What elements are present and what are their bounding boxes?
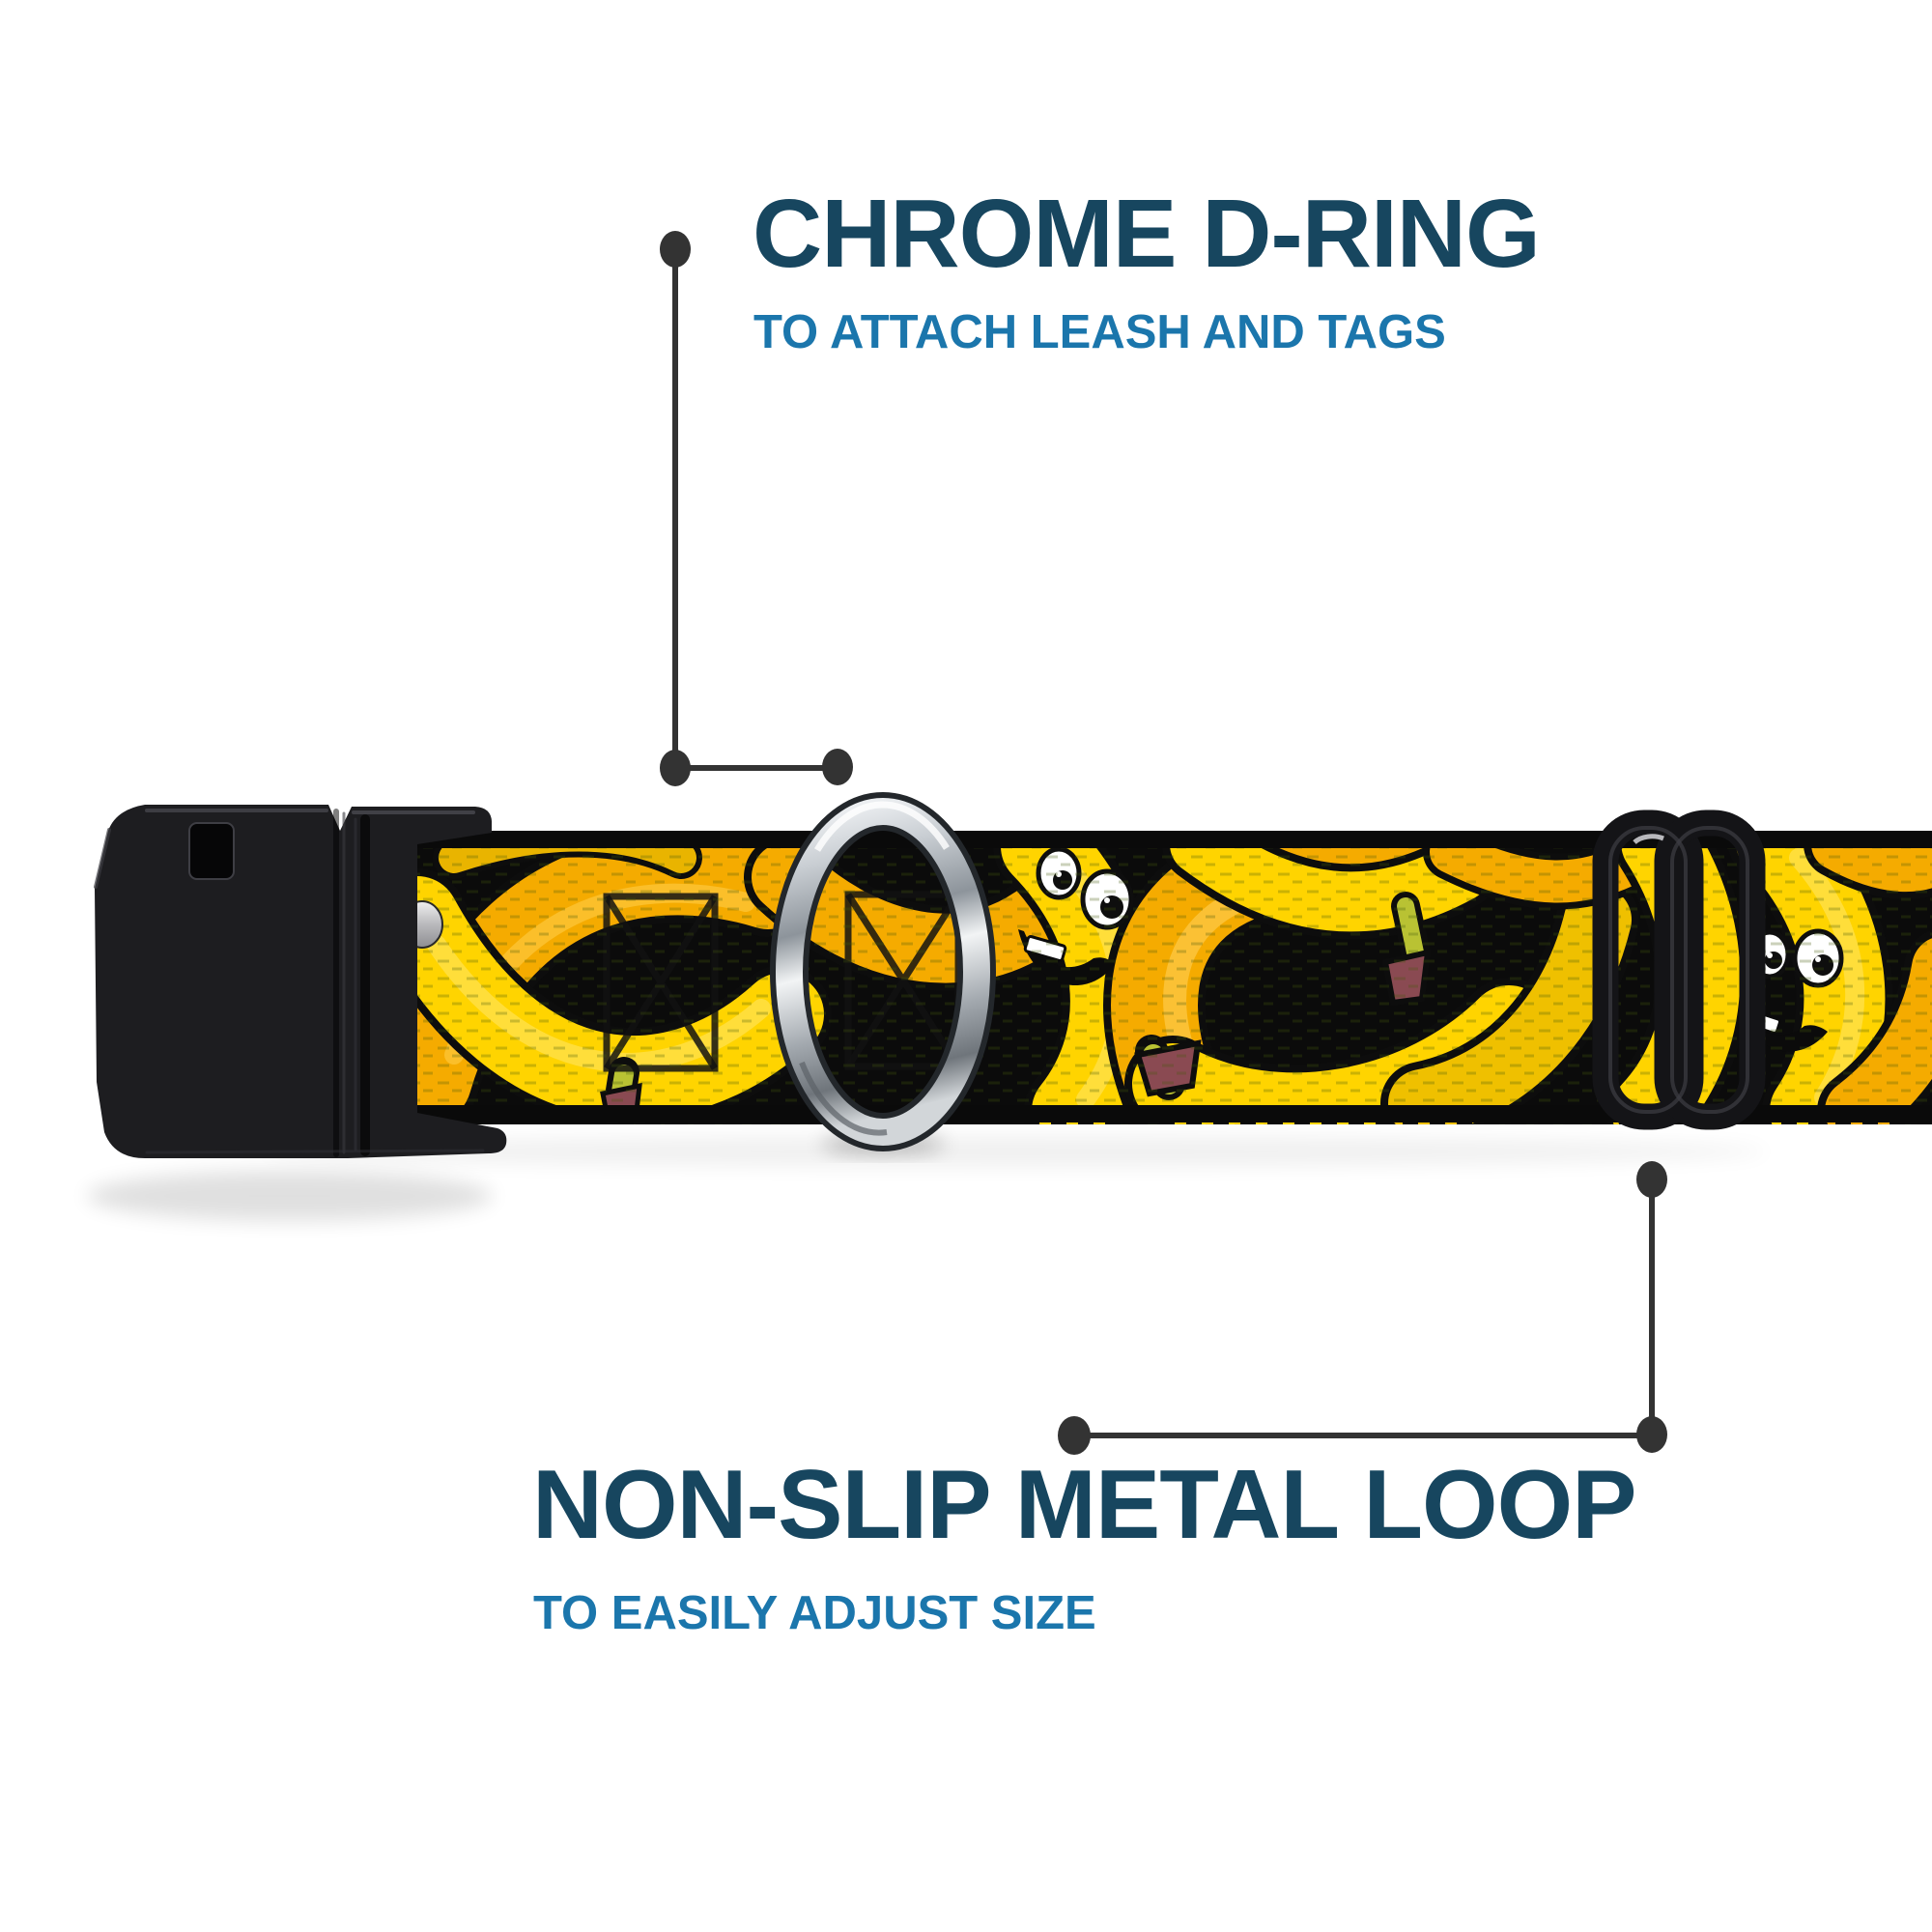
product-shadow xyxy=(87,1136,1768,1221)
top-callout-dots xyxy=(660,231,853,786)
chrome-d-ring xyxy=(770,792,996,1153)
top-callout-line xyxy=(672,261,838,771)
callout-dot xyxy=(822,749,853,785)
top-callout-title: CHROME D-RING xyxy=(753,180,1541,288)
side-release-buckle xyxy=(94,805,507,1158)
callout-dot xyxy=(1636,1416,1667,1453)
callout-dot xyxy=(1636,1161,1667,1198)
buckle-slot xyxy=(188,822,235,880)
buckle-body xyxy=(95,805,507,1158)
bottom-callout-title: NON-SLIP METAL LOOP xyxy=(532,1451,1637,1559)
top-callout-subtitle: TO ATTACH LEASH AND TAGS xyxy=(753,306,1446,358)
bottom-callout-subtitle: TO EASILY ADJUST SIZE xyxy=(533,1587,1096,1639)
callout-dot xyxy=(660,750,691,786)
callout-dot xyxy=(1058,1416,1091,1455)
bottom-callout-dots xyxy=(1058,1161,1667,1455)
bottom-callout-line xyxy=(1074,1190,1655,1438)
callout-dot xyxy=(660,231,691,268)
non-slip-metal-loop xyxy=(1592,810,1766,1130)
